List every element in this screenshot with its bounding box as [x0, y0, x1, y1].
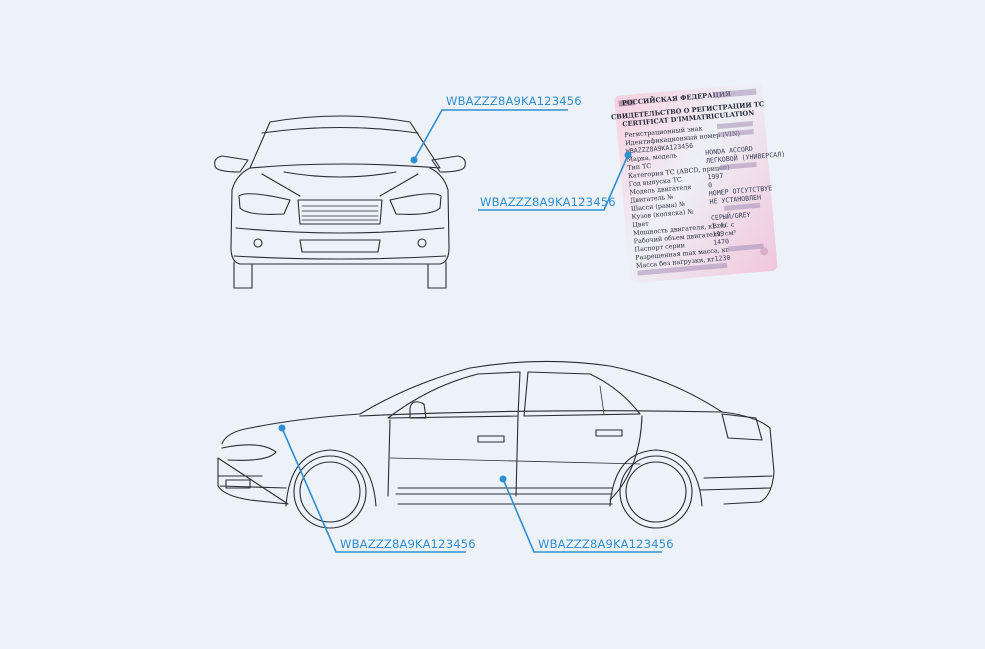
vin-label-document: WBAZZZ8A9KA123456	[480, 195, 616, 209]
document-row-value: 1470	[713, 237, 730, 246]
callout-front-windshield: WBAZZZ8A9KA123456	[410, 94, 582, 164]
document-row-value: 199	[712, 230, 725, 239]
document-row-redacted	[720, 161, 757, 170]
vin-label-front: WBAZZZ8A9KA123456	[446, 94, 582, 108]
document-row-redacted	[723, 202, 761, 211]
vin-label-hood: WBAZZZ8A9KA123456	[340, 537, 476, 551]
document-row-redacted	[716, 121, 754, 130]
callout-registration-document: WBAZZZ8A9KA123456	[478, 151, 632, 211]
document-row-label: Двигатель №	[630, 193, 674, 205]
document-row-value: 0	[708, 181, 713, 189]
document-row-value: 1.4/	[711, 221, 728, 230]
vin-label-door: WBAZZZ8A9KA123456	[538, 537, 674, 551]
document-row-redacted	[717, 129, 754, 138]
document-row-value: 1230	[714, 254, 731, 263]
callout-side-hood: WBAZZZ8A9KA123456	[278, 424, 476, 553]
document-row: Цвет СЕРЫЙ/GREY	[632, 210, 751, 229]
vehicle-registration-document: РОССИЙСКАЯ ФЕДЕРАЦИЯ СВИДЕТЕЛЬСТВО О РЕГ…	[611, 83, 785, 283]
document-row-redacted	[727, 243, 764, 252]
document-row-value: СЕРЫЙ/GREY	[711, 210, 751, 222]
document-row-label: Цвет	[632, 220, 650, 229]
document-row-value: 1997	[707, 172, 724, 181]
car-front-view	[214, 115, 466, 289]
callout-side-door: WBAZZZ8A9KA123456	[499, 475, 674, 553]
car-side-view	[217, 360, 775, 529]
document-row-label: Тип ТС	[627, 162, 652, 172]
